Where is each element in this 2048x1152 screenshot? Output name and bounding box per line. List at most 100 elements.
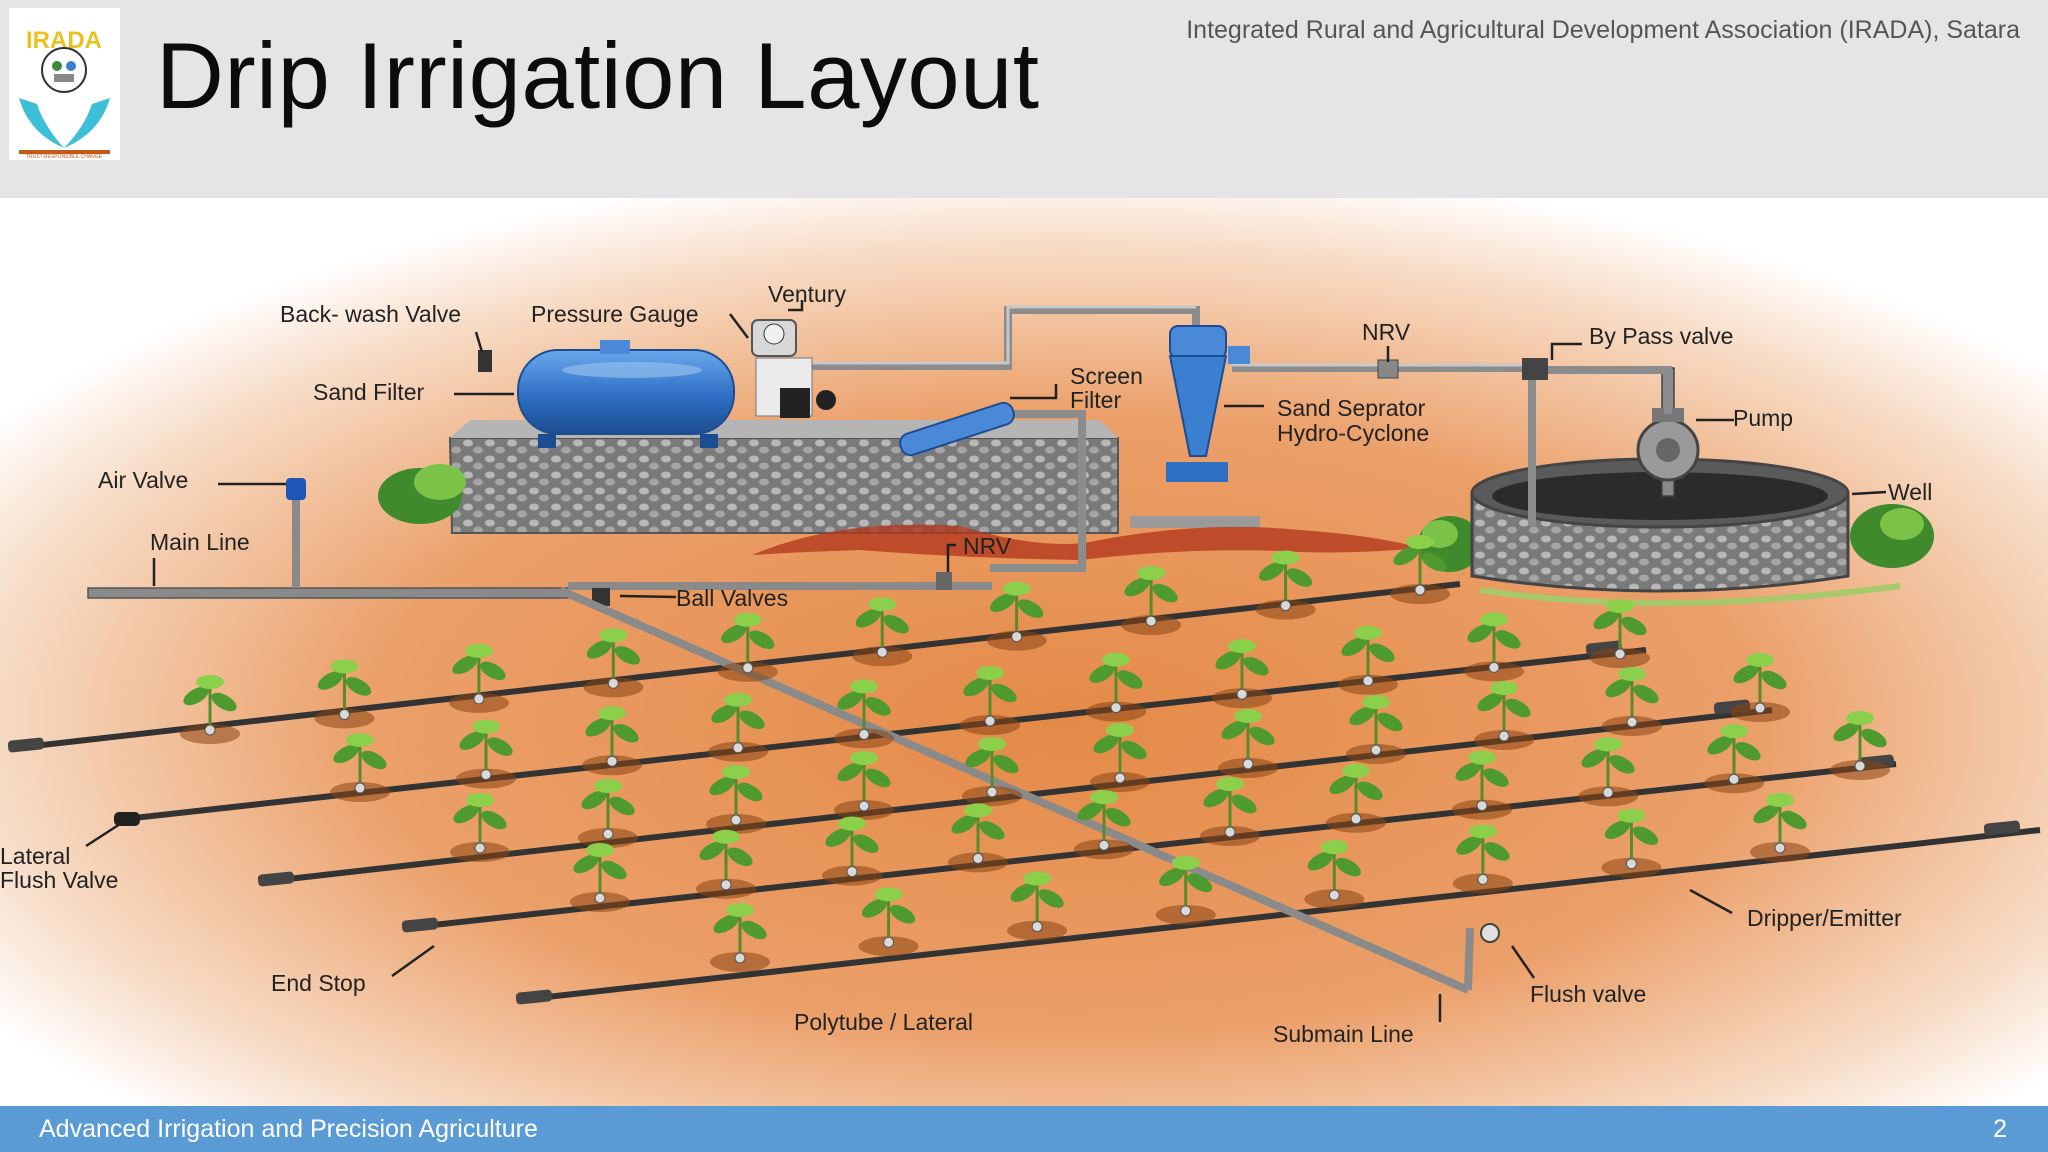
label-lateral-flush-line2: Flush Valve	[0, 867, 118, 893]
label-polytube-lateral: Polytube / Lateral	[794, 1009, 973, 1035]
dripper-emitter-icon	[1603, 787, 1613, 797]
dripper-emitter-icon	[1243, 759, 1253, 769]
plant-leaf	[850, 751, 878, 765]
dripper-emitter-icon	[608, 678, 618, 688]
dripper-emitter-icon	[1415, 585, 1425, 595]
plant-leaf	[1406, 535, 1434, 549]
plant-leaf	[1342, 764, 1370, 778]
dripper-emitter-icon	[1363, 676, 1373, 686]
plant-leaf	[1023, 872, 1051, 886]
plant-leaf	[1320, 840, 1348, 854]
dripper-emitter-icon	[205, 725, 215, 735]
plant-leaf	[330, 659, 358, 673]
dripper-emitter-icon	[481, 770, 491, 780]
dripper-emitter-icon	[355, 783, 365, 793]
nrv-top-icon	[1378, 360, 1398, 378]
dripper-emitter-icon	[1281, 601, 1291, 611]
plant-leaf	[726, 903, 754, 917]
plant-leaf	[978, 737, 1006, 751]
page-title: Drip Irrigation Layout	[156, 22, 1040, 130]
dripper-emitter-icon	[1477, 801, 1487, 811]
dripper-emitter-icon	[985, 716, 995, 726]
bush-well-right	[1850, 504, 1934, 568]
plant-leaf	[594, 779, 622, 793]
plant-leaf	[346, 733, 374, 747]
dripper-emitter-icon	[475, 843, 485, 853]
dripper-emitter-icon	[1351, 814, 1361, 824]
dripper-emitter-icon	[973, 853, 983, 863]
label-sand-separator-line1: Sand Seprator	[1277, 395, 1426, 421]
dripper-emitter-icon	[987, 787, 997, 797]
irada-logo: IRADA TRUST RESPONSIBLE CHANGE	[9, 8, 120, 160]
label-ventury: Ventury	[768, 281, 846, 307]
logo-tagline: TRUST RESPONSIBLE CHANGE	[26, 154, 103, 160]
label-nrv-bottom: NRV	[963, 533, 1012, 559]
dripper-emitter-icon	[603, 829, 613, 839]
sand-filter-tank	[518, 340, 734, 448]
dripper-emitter-icon	[1111, 703, 1121, 713]
drip-irrigation-diagram: Back- wash Valve Pressure Gauge Ventury …	[0, 198, 2048, 1106]
plant-leaf	[1362, 695, 1390, 709]
label-screen-filter-line2: Filter	[1070, 387, 1121, 413]
plant-leaf	[465, 644, 493, 658]
plant-leaf	[875, 887, 903, 901]
dripper-emitter-icon	[339, 709, 349, 719]
plant-leaf	[722, 765, 750, 779]
plant-leaf	[1354, 626, 1382, 640]
dripper-emitter-icon	[1499, 731, 1509, 741]
plant-leaf	[734, 613, 762, 627]
dripper-emitter-icon	[595, 893, 605, 903]
plant-leaf	[1228, 639, 1256, 653]
dripper-emitter-icon	[1775, 843, 1785, 853]
label-air-valve: Air Valve	[98, 467, 188, 493]
dripper-emitter-icon	[859, 801, 869, 811]
label-flush-valve: Flush valve	[1530, 981, 1646, 1007]
plant-leaf	[850, 679, 878, 693]
dripper-emitter-icon	[733, 743, 743, 753]
dripper-emitter-icon	[877, 647, 887, 657]
dripper-emitter-icon	[607, 756, 617, 766]
slide-header: IRADA TRUST RESPONSIBLE CHANGE Drip Irri…	[0, 0, 2048, 198]
dripper-emitter-icon	[743, 663, 753, 673]
label-bypass-valve: By Pass valve	[1589, 323, 1733, 349]
label-pressure-gauge: Pressure Gauge	[531, 301, 698, 327]
dripper-emitter-icon	[1489, 662, 1499, 672]
plant-leaf	[964, 803, 992, 817]
label-nrv-top: NRV	[1362, 319, 1411, 345]
dripper-emitter-icon	[1855, 761, 1865, 771]
plant-leaf	[1618, 667, 1646, 681]
nrv-bottom-icon	[936, 572, 952, 590]
plant-leaf	[1846, 711, 1874, 725]
plant-leaf	[1234, 709, 1262, 723]
dripper-emitter-icon	[1181, 906, 1191, 916]
plant-leaf	[1617, 809, 1645, 823]
dripper-emitter-icon	[1478, 874, 1488, 884]
bypass-valve-icon	[1522, 358, 1548, 380]
plant-leaf	[1272, 551, 1300, 565]
dripper-emitter-icon	[1099, 840, 1109, 850]
flush-valve-icon	[1481, 924, 1499, 942]
diagram-canvas: Back- wash Valve Pressure Gauge Ventury …	[0, 198, 2048, 1106]
plant-leaf	[472, 720, 500, 734]
label-ball-valves: Ball Valves	[676, 585, 788, 611]
plant-leaf	[1720, 724, 1748, 738]
dripper-emitter-icon	[847, 867, 857, 877]
plant-leaf	[1102, 653, 1130, 667]
dripper-emitter-icon	[474, 694, 484, 704]
plant-leaf	[1490, 681, 1518, 695]
plant-leaf	[196, 675, 224, 689]
dripper-emitter-icon	[1115, 773, 1125, 783]
plant-leaf	[1480, 612, 1508, 626]
plant-leaf	[724, 693, 752, 707]
label-pump: Pump	[1733, 405, 1793, 431]
label-backwash-valve: Back- wash Valve	[280, 301, 461, 327]
dripper-emitter-icon	[1225, 827, 1235, 837]
dripper-emitter-icon	[884, 937, 894, 947]
dripper-emitter-icon	[1626, 859, 1636, 869]
plant-leaf	[586, 843, 614, 857]
dripper-emitter-icon	[721, 880, 731, 890]
plant-leaf	[1090, 790, 1118, 804]
plant-leaf	[1469, 824, 1497, 838]
label-screen-filter-line1: Screen	[1070, 363, 1143, 389]
label-dripper-emitter: Dripper/Emitter	[1747, 905, 1902, 931]
